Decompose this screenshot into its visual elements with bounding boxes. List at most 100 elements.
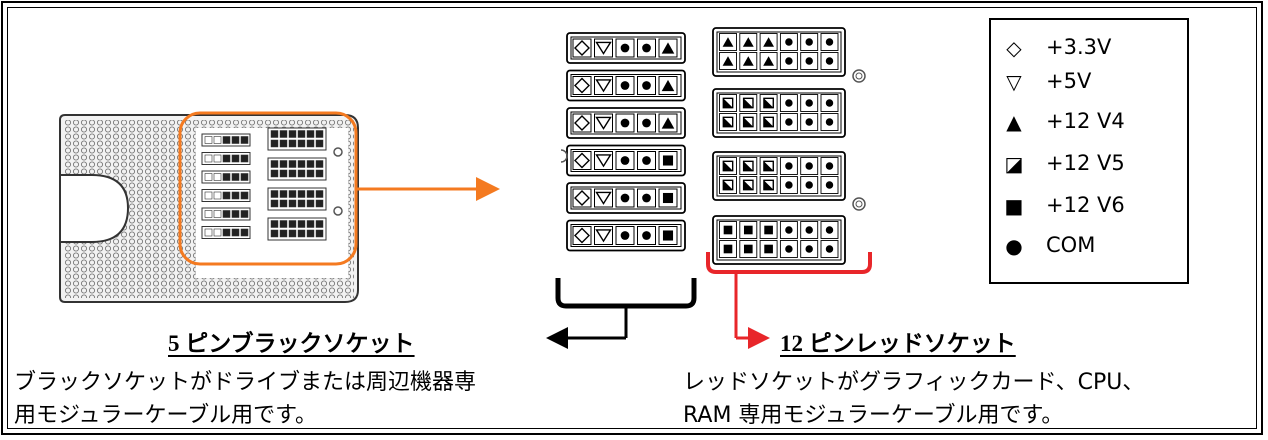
pin-cell: [779, 52, 798, 70]
pin-square: [662, 155, 674, 166]
mini-pin: [315, 169, 324, 178]
triangle-down-icon: ▽: [1006, 70, 1022, 94]
legend-label: COM: [1046, 233, 1096, 257]
pin-triangle-up: [763, 56, 774, 66]
pin-cell: [637, 226, 656, 245]
pin-diamond: [574, 190, 590, 206]
mini-pin: [204, 228, 213, 237]
mini-pin: [240, 210, 249, 218]
pin-dot: [825, 38, 834, 46]
mini-pin: [315, 220, 324, 228]
pin-half-fill: [763, 161, 774, 171]
pin-cell: [658, 76, 678, 95]
pin-triangle-up: [722, 37, 734, 47]
mini-pin: [306, 220, 315, 228]
mini-connector-group: [201, 127, 327, 241]
mini-pin: [204, 136, 213, 144]
pin-cell: [594, 188, 613, 208]
pin-cell: [759, 113, 778, 131]
pin-cell: [779, 221, 798, 239]
mini-pin: [279, 139, 288, 148]
pin-triangle-down: [595, 191, 612, 205]
pin-triangle-up: [742, 37, 754, 47]
pin-cell: [739, 221, 758, 239]
red-arrow: [734, 272, 770, 349]
pin-cell: [759, 33, 778, 51]
pin-triangle-up: [722, 56, 734, 66]
mini-pin: [222, 210, 231, 218]
pin-dot: [620, 193, 630, 203]
pin-half-fill: [743, 117, 753, 127]
pin-cell: [572, 38, 592, 58]
pin-half-fill: [723, 117, 733, 127]
mini-pin: [231, 210, 240, 218]
pin-cell: [820, 52, 839, 70]
legend-label: +12 V4: [1046, 109, 1125, 133]
pin-cell: [800, 113, 819, 131]
mini-pin: [231, 154, 240, 163]
mini-pin: [288, 220, 297, 228]
mini-pin: [213, 173, 222, 181]
mini-pin: [288, 130, 297, 138]
socket-inner: [570, 74, 682, 97]
pin-diamond: [574, 77, 590, 94]
mini-pin: [270, 169, 279, 178]
pin-square: [764, 244, 773, 254]
half-square-icon: ◪: [1004, 152, 1024, 176]
socket-inner: [570, 36, 682, 60]
socket-inner: [570, 224, 682, 247]
pin-cell: [739, 176, 758, 194]
pin-cell: [759, 52, 778, 70]
pin-cell: [615, 113, 635, 133]
mini-pin: [306, 229, 315, 238]
pin-dot: [785, 57, 793, 65]
red-socket-desc-line1: レッドソケットがグラフィックカード、CPU、: [683, 370, 1145, 395]
pin-cell: [739, 157, 758, 175]
pin-cell: [779, 33, 798, 51]
mini-pin: [306, 130, 315, 138]
pin-dot: [805, 181, 813, 189]
pin-dot: [825, 118, 834, 126]
pin-triangle-up: [742, 56, 754, 66]
pin-dot: [805, 162, 813, 170]
mini-pin: [270, 199, 279, 208]
mini-pin: [204, 191, 213, 200]
diamond-icon: ◇: [1006, 36, 1022, 60]
pin-cell: [572, 188, 592, 208]
mini-pin: [288, 139, 297, 148]
legend-label: +5V: [1046, 69, 1092, 93]
pin-cell: [739, 94, 758, 112]
pin-cell: [658, 113, 678, 133]
pin-half-fill: [723, 98, 733, 108]
mini-pin: [231, 228, 240, 237]
pin-triangle-down: [595, 229, 612, 243]
red-socket: [712, 215, 846, 265]
pin-dot: [785, 245, 793, 253]
pin-cell: [658, 151, 678, 170]
mini-pin: [306, 199, 315, 208]
legend-row-3v3: ◇ +3.3V: [991, 30, 1187, 66]
pin-dot: [785, 162, 793, 170]
black-socket-column: [566, 32, 686, 252]
mini-pin: [315, 160, 324, 168]
black-arrow: [546, 306, 628, 349]
mini-pin: [213, 136, 222, 144]
pin-cell: [615, 188, 635, 208]
pin-dot: [785, 181, 793, 189]
pin-dot: [620, 231, 630, 240]
pin-cell: [800, 176, 819, 194]
black-socket-desc-line2: 用モジュラーケーブル用です。: [14, 403, 317, 428]
pin-cell: [820, 176, 839, 194]
pin-dot: [825, 245, 834, 253]
mini-pin: [213, 228, 222, 237]
pin-dot: [805, 57, 813, 65]
red-socket: [712, 27, 846, 77]
pin-half-fill: [763, 98, 774, 108]
mini-pin: [315, 199, 324, 208]
pin-dot: [620, 43, 630, 53]
socket-housing: [712, 215, 846, 265]
dot-icon: ●: [1005, 234, 1023, 258]
mounting-holes: [560, 69, 866, 211]
red-socket: [712, 88, 846, 138]
pin-cell: [637, 38, 656, 58]
